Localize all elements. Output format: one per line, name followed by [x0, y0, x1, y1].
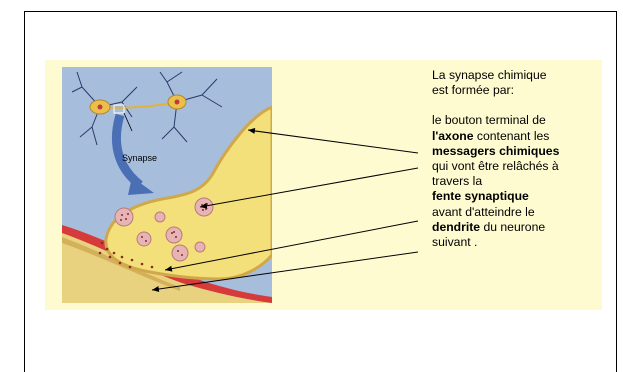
- desc-line-8-rest: du neurone: [480, 220, 545, 234]
- desc-line-8: dendrite du neurone: [432, 220, 617, 235]
- desc-line-1: le bouton terminal de: [432, 113, 617, 128]
- dendrite-term: dendrite: [432, 220, 480, 234]
- synapse-illustration: [62, 67, 272, 303]
- fente-term: fente synaptique: [432, 189, 529, 203]
- desc-line-2: l'axone contenant les: [432, 129, 617, 144]
- intro-line-2: est formée par:: [432, 83, 617, 98]
- desc-line-9: suivant .: [432, 235, 617, 250]
- desc-line-6: fente synaptique: [432, 189, 617, 204]
- desc-line-3: messagers chimiques: [432, 144, 617, 159]
- desc-line-5: travers la: [432, 174, 617, 189]
- axone-term: l'axone: [432, 129, 474, 143]
- synapse-label: Synapse: [122, 153, 157, 163]
- desc-line-7: avant d'atteindre le: [432, 205, 617, 220]
- desc-line-2-rest: contenant les: [474, 129, 550, 143]
- desc-line-4: qui vont être relâchés à: [432, 159, 617, 174]
- messagers-term: messagers chimiques: [432, 144, 559, 158]
- description-text: La synapse chimique est formée par: le b…: [432, 68, 617, 250]
- intro-line-1: La synapse chimique: [432, 68, 617, 83]
